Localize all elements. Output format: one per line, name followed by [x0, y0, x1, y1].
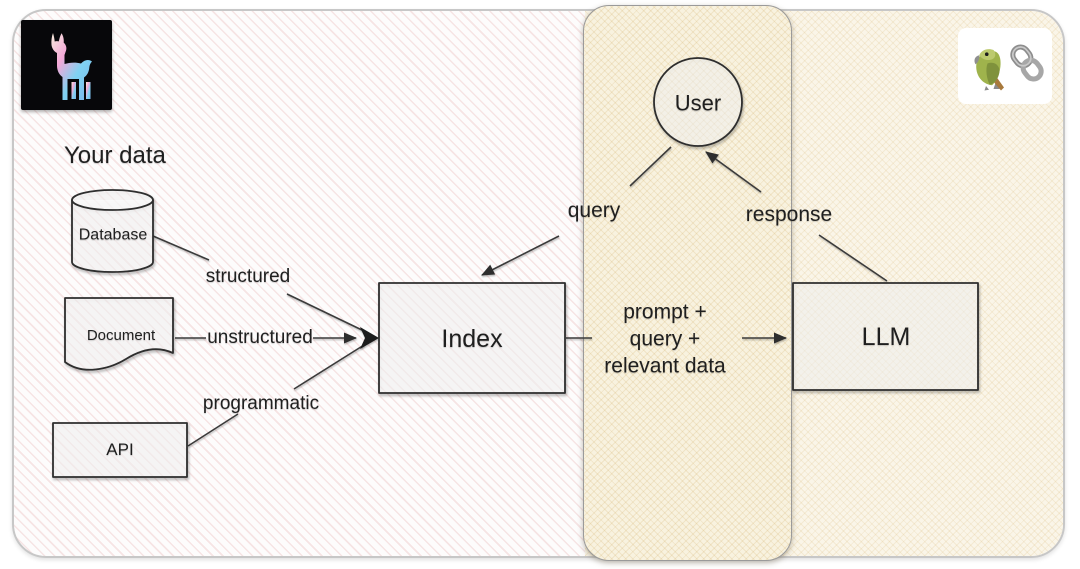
- edge-structured-line-a: [152, 235, 210, 261]
- llama-icon: [51, 33, 92, 100]
- prompt-edge-label-line1: prompt +: [623, 300, 707, 324]
- chain-link-icon: [1010, 44, 1044, 82]
- llama-index-logo: [21, 20, 112, 110]
- api-label: API: [106, 440, 134, 460]
- database-label: Database: [78, 226, 148, 244]
- user-circle: [653, 57, 743, 147]
- prompt-edge-label-line3: relevant data: [604, 354, 726, 378]
- programmatic-edge-label: programmatic: [202, 393, 320, 415]
- your-data-title: Your data: [64, 142, 166, 169]
- edge-programmatic-line-b: [293, 344, 365, 390]
- database-shape-top: [71, 189, 154, 211]
- parrot-icon: [974, 49, 1004, 91]
- edge-response-line-b: [705, 151, 762, 193]
- unstructured-edge-label: unstructured: [207, 327, 313, 349]
- edge-structured-line-b: [286, 293, 365, 332]
- edge-query-line-a: [629, 146, 672, 187]
- document-label: Document: [86, 327, 156, 345]
- edge-response-line-a: [818, 234, 888, 282]
- query-edge-label: query: [567, 198, 621, 222]
- user-label: User: [674, 90, 722, 116]
- prompt-edge-label: prompt + query + relevant data: [604, 299, 725, 380]
- index-box: [378, 282, 566, 394]
- index-label: Index: [441, 324, 503, 353]
- langchain-logo: [958, 28, 1052, 104]
- structured-edge-label: structured: [205, 266, 291, 288]
- database-shape: [71, 200, 154, 273]
- llm-box: [792, 282, 979, 391]
- edge-programmatic-line-a: [187, 413, 239, 447]
- prompt-edge-label-line2: query +: [629, 327, 701, 351]
- response-edge-label: response: [745, 202, 833, 226]
- api-shape: [52, 422, 188, 478]
- llm-label: LLM: [861, 322, 911, 351]
- document-shape: [64, 297, 174, 371]
- converge-arrowhead: [360, 327, 379, 349]
- edge-query-line-b: [481, 235, 560, 276]
